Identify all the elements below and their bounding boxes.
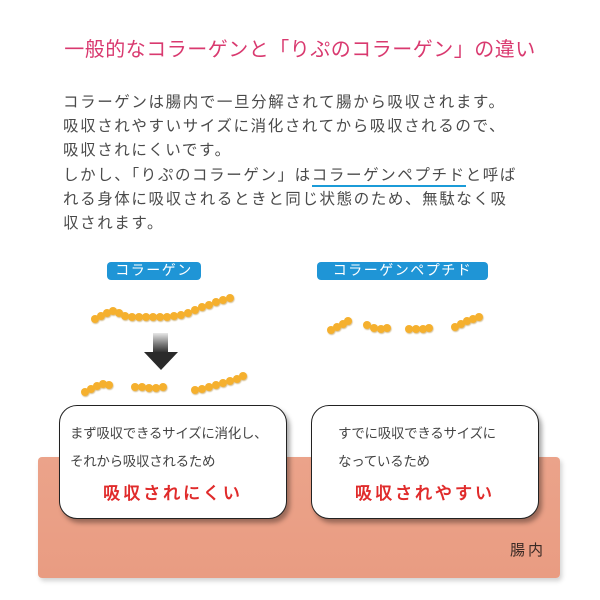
description-line: 収されます。 (63, 214, 165, 233)
description-line: れる身体に吸収されるときと同じ状態のため、無駄なく吸 (63, 189, 508, 208)
box-text-line: すでに吸収できるサイズに (338, 426, 496, 442)
molecule-illustration (81, 294, 483, 396)
collagen-peptide-highlight: コラーゲンペプチド (311, 165, 466, 187)
peptide-explanation-box: すでに吸収できるサイズに なっているため 吸収されやすい (311, 405, 539, 519)
arrow-down-icon (144, 333, 178, 370)
collagen-peptide-fragments-icon (327, 313, 483, 334)
box-text-line: まず吸収できるサイズに消化し、 (70, 426, 268, 442)
description-segment: と呼ば (465, 165, 517, 184)
description-text: コラーゲンは腸内で一旦分解されて腸から吸収されます。 吸収されやすいサイズに消化… (63, 90, 543, 235)
collagen-chain-icon (91, 294, 234, 323)
box-text-line: なっているため (338, 454, 430, 470)
digested-collagen-fragments-icon (81, 372, 247, 396)
page-title: 一般的なコラーゲンと「りぷのコラーゲン」の違い (64, 37, 536, 61)
easy-to-absorb-emphasis: 吸収されやすい (355, 484, 495, 504)
collagen-peptide-label: コラーゲンペプチド (317, 262, 488, 280)
collagen-explanation-box: まず吸収できるサイズに消化し、 それから吸収されるため 吸収されにくい (59, 405, 287, 519)
description-line: 吸収されやすいサイズに消化されてから吸収されるので、 (63, 117, 507, 136)
description-segment: しかし、「りぷのコラーゲン」は (63, 165, 312, 184)
box-text-line: それから吸収されるため (70, 454, 216, 470)
description-line: コラーゲンは腸内で一旦分解されて腸から吸収されます。 (63, 93, 506, 111)
description-line: しかし、「りぷのコラーゲン」はコラーゲンペプチドと呼ば (63, 163, 543, 187)
hard-to-absorb-emphasis: 吸収されにくい (103, 484, 243, 504)
description-line: 吸収されにくいです。 (63, 141, 232, 160)
intestine-label: 腸内 (509, 541, 546, 559)
collagen-label: コラーゲン (107, 262, 201, 280)
